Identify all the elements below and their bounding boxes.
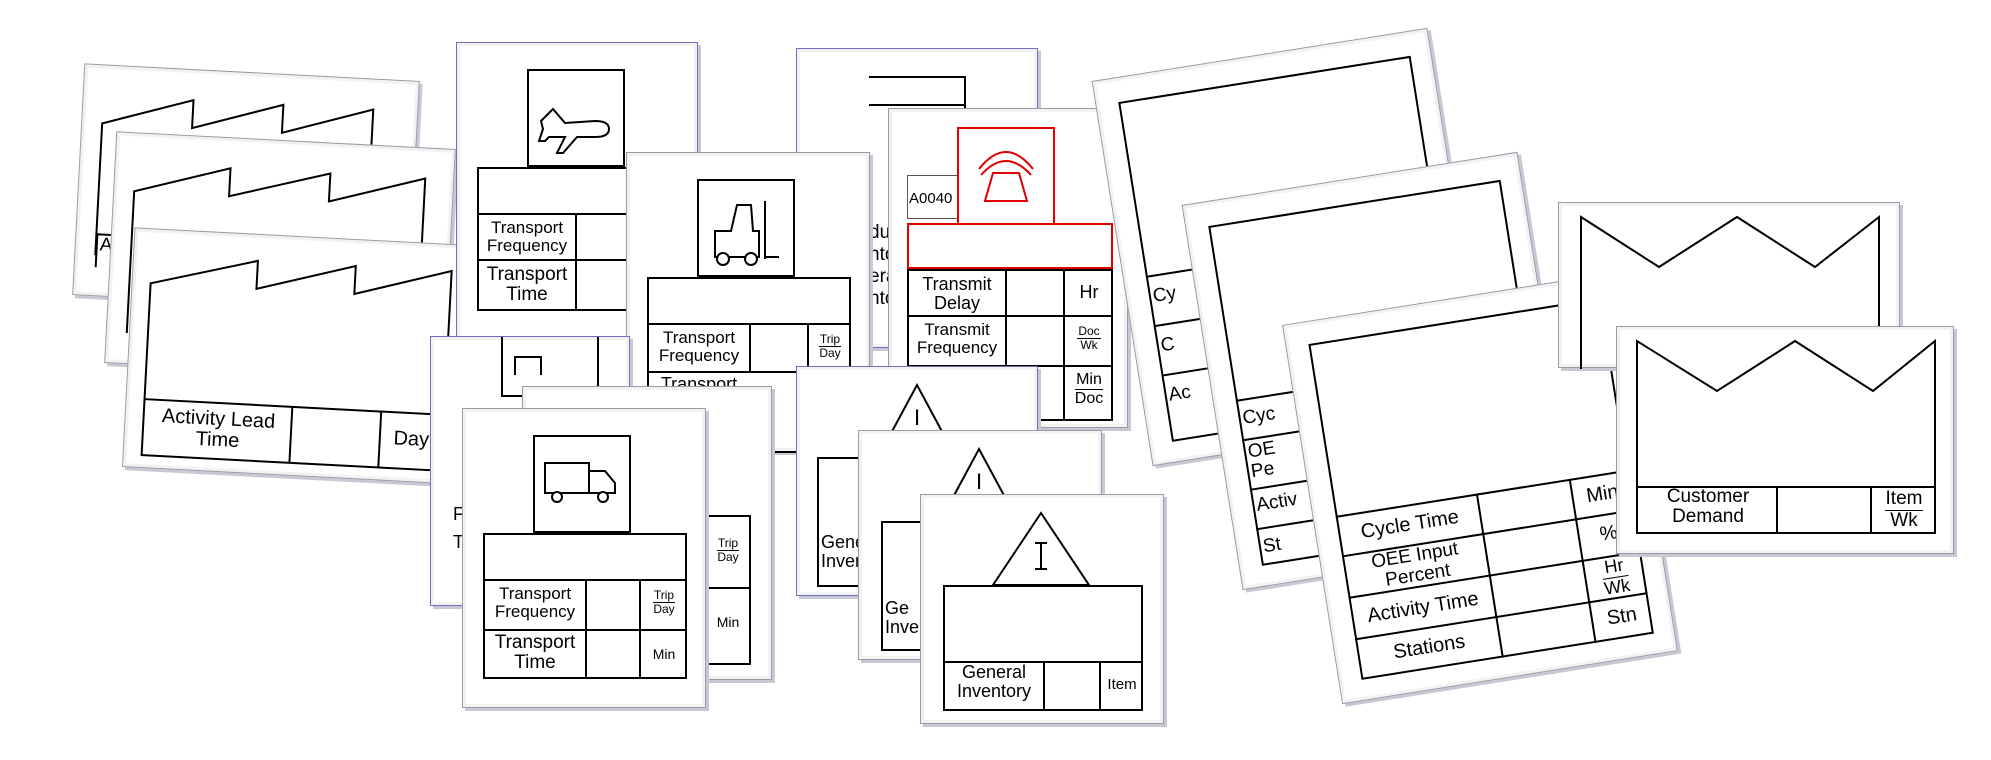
truck-back-partial-1: F — [453, 504, 464, 524]
factory-outline-icon — [125, 167, 427, 349]
general-inventory-card[interactable]: General Inventory Item — [920, 494, 1164, 724]
electronic-card-id: A0040 — [909, 190, 953, 207]
transmit-delay-unit: Hr — [1079, 282, 1099, 302]
plane-transport-frequency-label: Transport Frequency — [486, 218, 568, 255]
process-back1-partial-2: C — [1159, 333, 1177, 357]
process-back1-partial-1: Cy — [1151, 282, 1178, 307]
process-back2-partial-4: St — [1261, 533, 1283, 558]
plane-transport-time-label: Transport Time — [486, 264, 568, 305]
inventory-back2-partial-label: Ge Inve — [885, 598, 920, 637]
truck-back-time-unit: Min — [716, 614, 740, 630]
truck-icon — [544, 462, 616, 503]
truck-transport-frequency-label: Transport Frequency — [494, 584, 576, 621]
svg-text:I: I — [914, 405, 920, 430]
svg-text:I: I — [976, 469, 982, 494]
phone-icon — [978, 151, 1034, 202]
customer-outline-icon — [1636, 338, 1936, 534]
process-back2-partial-2: OE Pe — [1246, 437, 1277, 483]
transmit-delay-label: Transmit Delay — [922, 274, 992, 313]
general-inventory-unit: Item — [1107, 676, 1137, 693]
general-inventory-label: General Inventory — [956, 662, 1032, 701]
factory-card-back-1[interactable]: A — [72, 63, 420, 313]
factory-card-activity-lead-time[interactable]: Activity Lead Time Day — [121, 227, 471, 485]
customer-outline-icon — [1580, 214, 1880, 369]
process-back1-partial-3: Ac — [1167, 381, 1193, 406]
id-tab — [907, 175, 957, 219]
truck-back-partial-2: T — [453, 532, 464, 552]
factory-card-back-2[interactable] — [104, 131, 456, 381]
inventory-back1-partial-label: Gene Inven — [821, 532, 866, 571]
electronic-red-header — [907, 223, 1113, 269]
airplane-icon — [537, 107, 611, 154]
truck-time-unit: Min — [652, 646, 676, 662]
factory-outline-icon — [94, 98, 375, 270]
airplane-box — [527, 69, 625, 167]
truck-icon — [514, 356, 542, 375]
activity-lead-time-label: Activity Lead Time — [161, 405, 276, 453]
transmit-frequency-label: Transmit Frequency — [916, 320, 998, 357]
forklift-icon — [714, 201, 779, 266]
forklift-transport-frequency-label: Transport Frequency — [658, 328, 740, 365]
customer-demand-label: Customer Demand — [1666, 486, 1750, 527]
truck-transport-time-label: Transport Time — [494, 632, 576, 673]
